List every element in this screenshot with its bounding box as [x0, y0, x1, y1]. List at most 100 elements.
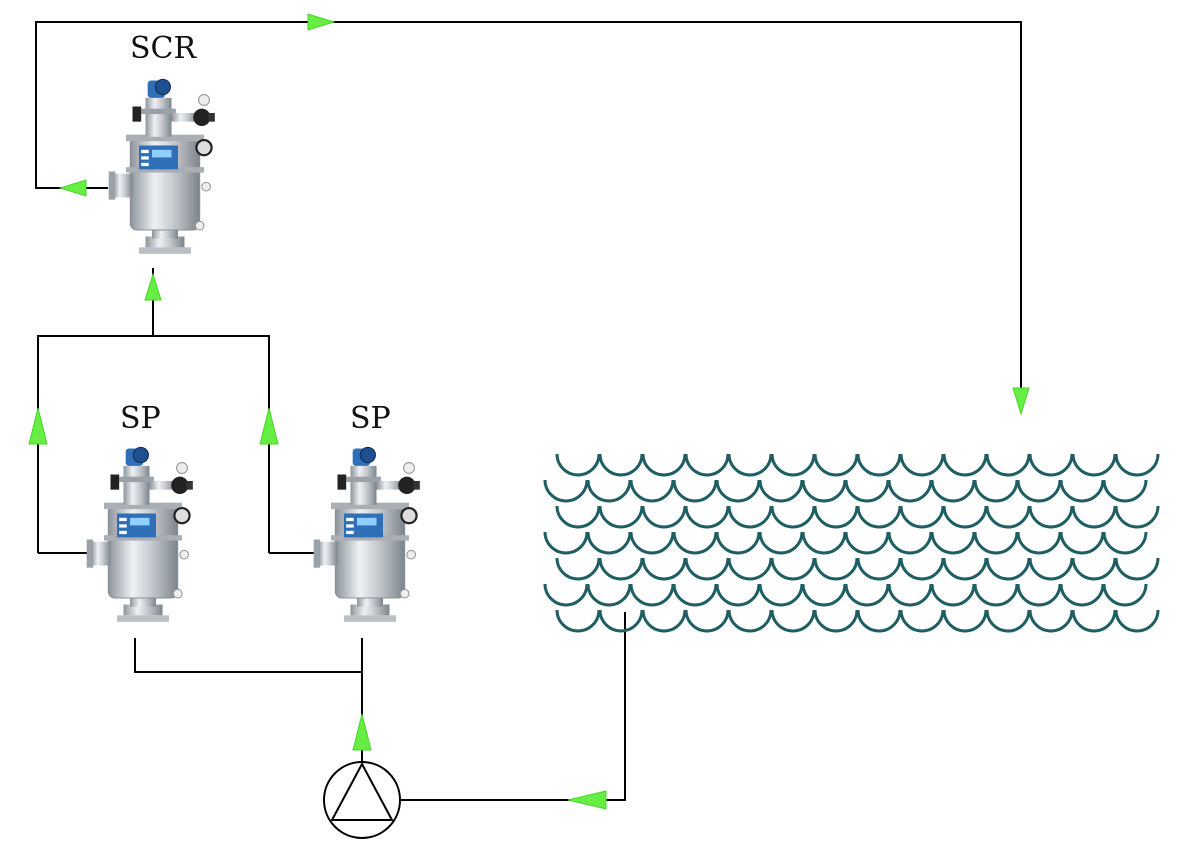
water-wave-mark: [1102, 479, 1148, 503]
self-cleaning-filter-icon: [312, 446, 421, 623]
water-wave-mark: [770, 453, 816, 477]
water-wave-mark: [973, 583, 1019, 607]
water-wave-mark: [942, 557, 988, 581]
water-wave-mark: [930, 479, 976, 503]
water-wave-mark: [1028, 505, 1074, 529]
water-wave-mark: [899, 453, 945, 477]
water-wave-mark: [555, 453, 601, 477]
sp-right-label: SP: [350, 401, 391, 436]
water-wave-mark: [543, 479, 589, 503]
water-wave-mark: [973, 531, 1019, 555]
water-wave-mark: [641, 557, 687, 581]
water-wave-mark: [887, 583, 933, 607]
water-wave-mark: [1114, 609, 1160, 633]
water-wave-mark: [586, 583, 632, 607]
water-wave-mark: [641, 609, 687, 633]
water-wave-mark: [813, 609, 859, 633]
water-wave-mark: [684, 557, 730, 581]
water-wave-mark: [985, 609, 1031, 633]
water-wave-mark: [985, 453, 1031, 477]
water-wave-mark: [844, 479, 890, 503]
self-cleaning-filter-icon: [85, 446, 194, 623]
flow-arrow-icon: [307, 13, 336, 31]
water-wave-mark: [801, 531, 847, 555]
water-wave-mark: [1102, 531, 1148, 555]
flow-arrow-icon: [352, 713, 372, 751]
water-wave-mark: [684, 505, 730, 529]
water-wave-mark: [555, 505, 601, 529]
water-wave-mark: [770, 505, 816, 529]
water-wave-mark: [1016, 479, 1062, 503]
water-wave-mark: [887, 531, 933, 555]
water-wave-mark: [1059, 583, 1105, 607]
water-wave-mark: [598, 453, 644, 477]
water-wave-mark: [715, 531, 761, 555]
water-wave-mark: [770, 609, 816, 633]
water-wave-mark: [715, 479, 761, 503]
flow-arrow-icon: [58, 179, 87, 197]
water-wave-mark: [813, 557, 859, 581]
water-wave-mark: [758, 583, 804, 607]
water-wave-mark: [1071, 609, 1117, 633]
water-wave-mark: [856, 453, 902, 477]
water-wave-mark: [856, 505, 902, 529]
scr-label: SCR: [130, 31, 197, 66]
flow-arrow-icon: [259, 407, 279, 445]
self-cleaning-filter-icon: [107, 78, 216, 255]
water-wave-mark: [1102, 583, 1148, 607]
water-wave-mark: [684, 453, 730, 477]
water-wave-mark: [1016, 583, 1062, 607]
water-wave-mark: [672, 583, 718, 607]
water-wave-mark: [555, 609, 601, 633]
water-wave-mark: [1071, 557, 1117, 581]
water-wave-mark: [672, 479, 718, 503]
pump-icon: [323, 761, 401, 839]
water-wave-mark: [973, 479, 1019, 503]
water-wave-mark: [813, 453, 859, 477]
water-wave-mark: [856, 557, 902, 581]
water-wave-mark: [586, 479, 632, 503]
tank-suction-pipe: [400, 612, 626, 801]
water-wave-mark: [899, 557, 945, 581]
water-wave-mark: [844, 531, 890, 555]
water-wave-mark: [899, 609, 945, 633]
flow-arrow-icon: [144, 272, 162, 301]
water-wave-mark: [598, 505, 644, 529]
water-wave-mark: [942, 609, 988, 633]
water-wave-mark: [770, 557, 816, 581]
flow-arrow-icon: [1012, 387, 1030, 416]
water-wave-mark: [598, 557, 644, 581]
water-wave-mark: [629, 479, 675, 503]
sp-left-label: SP: [120, 401, 161, 436]
water-wave-mark: [758, 531, 804, 555]
water-wave-mark: [1028, 609, 1074, 633]
water-wave-mark: [985, 557, 1031, 581]
water-wave-mark: [684, 609, 730, 633]
water-wave-mark: [715, 583, 761, 607]
water-wave-mark: [1114, 453, 1160, 477]
water-wave-mark: [543, 583, 589, 607]
water-wave-mark: [1028, 453, 1074, 477]
water-wave-mark: [672, 531, 718, 555]
water-wave-mark: [727, 609, 773, 633]
water-wave-mark: [1114, 505, 1160, 529]
water-tank-icon: [543, 453, 1160, 633]
water-wave-mark: [758, 479, 804, 503]
water-wave-mark: [985, 505, 1031, 529]
water-wave-mark: [1016, 531, 1062, 555]
water-wave-mark: [727, 557, 773, 581]
water-wave-mark: [727, 453, 773, 477]
water-wave-mark: [586, 531, 632, 555]
water-wave-mark: [1071, 505, 1117, 529]
water-wave-mark: [1028, 557, 1074, 581]
water-wave-mark: [641, 505, 687, 529]
water-wave-mark: [942, 505, 988, 529]
water-wave-mark: [1059, 531, 1105, 555]
water-wave-mark: [543, 531, 589, 555]
water-wave-mark: [1071, 453, 1117, 477]
water-wave-mark: [942, 453, 988, 477]
water-wave-mark: [844, 583, 890, 607]
water-wave-mark: [598, 609, 644, 633]
water-wave-mark: [1059, 479, 1105, 503]
water-wave-mark: [801, 583, 847, 607]
